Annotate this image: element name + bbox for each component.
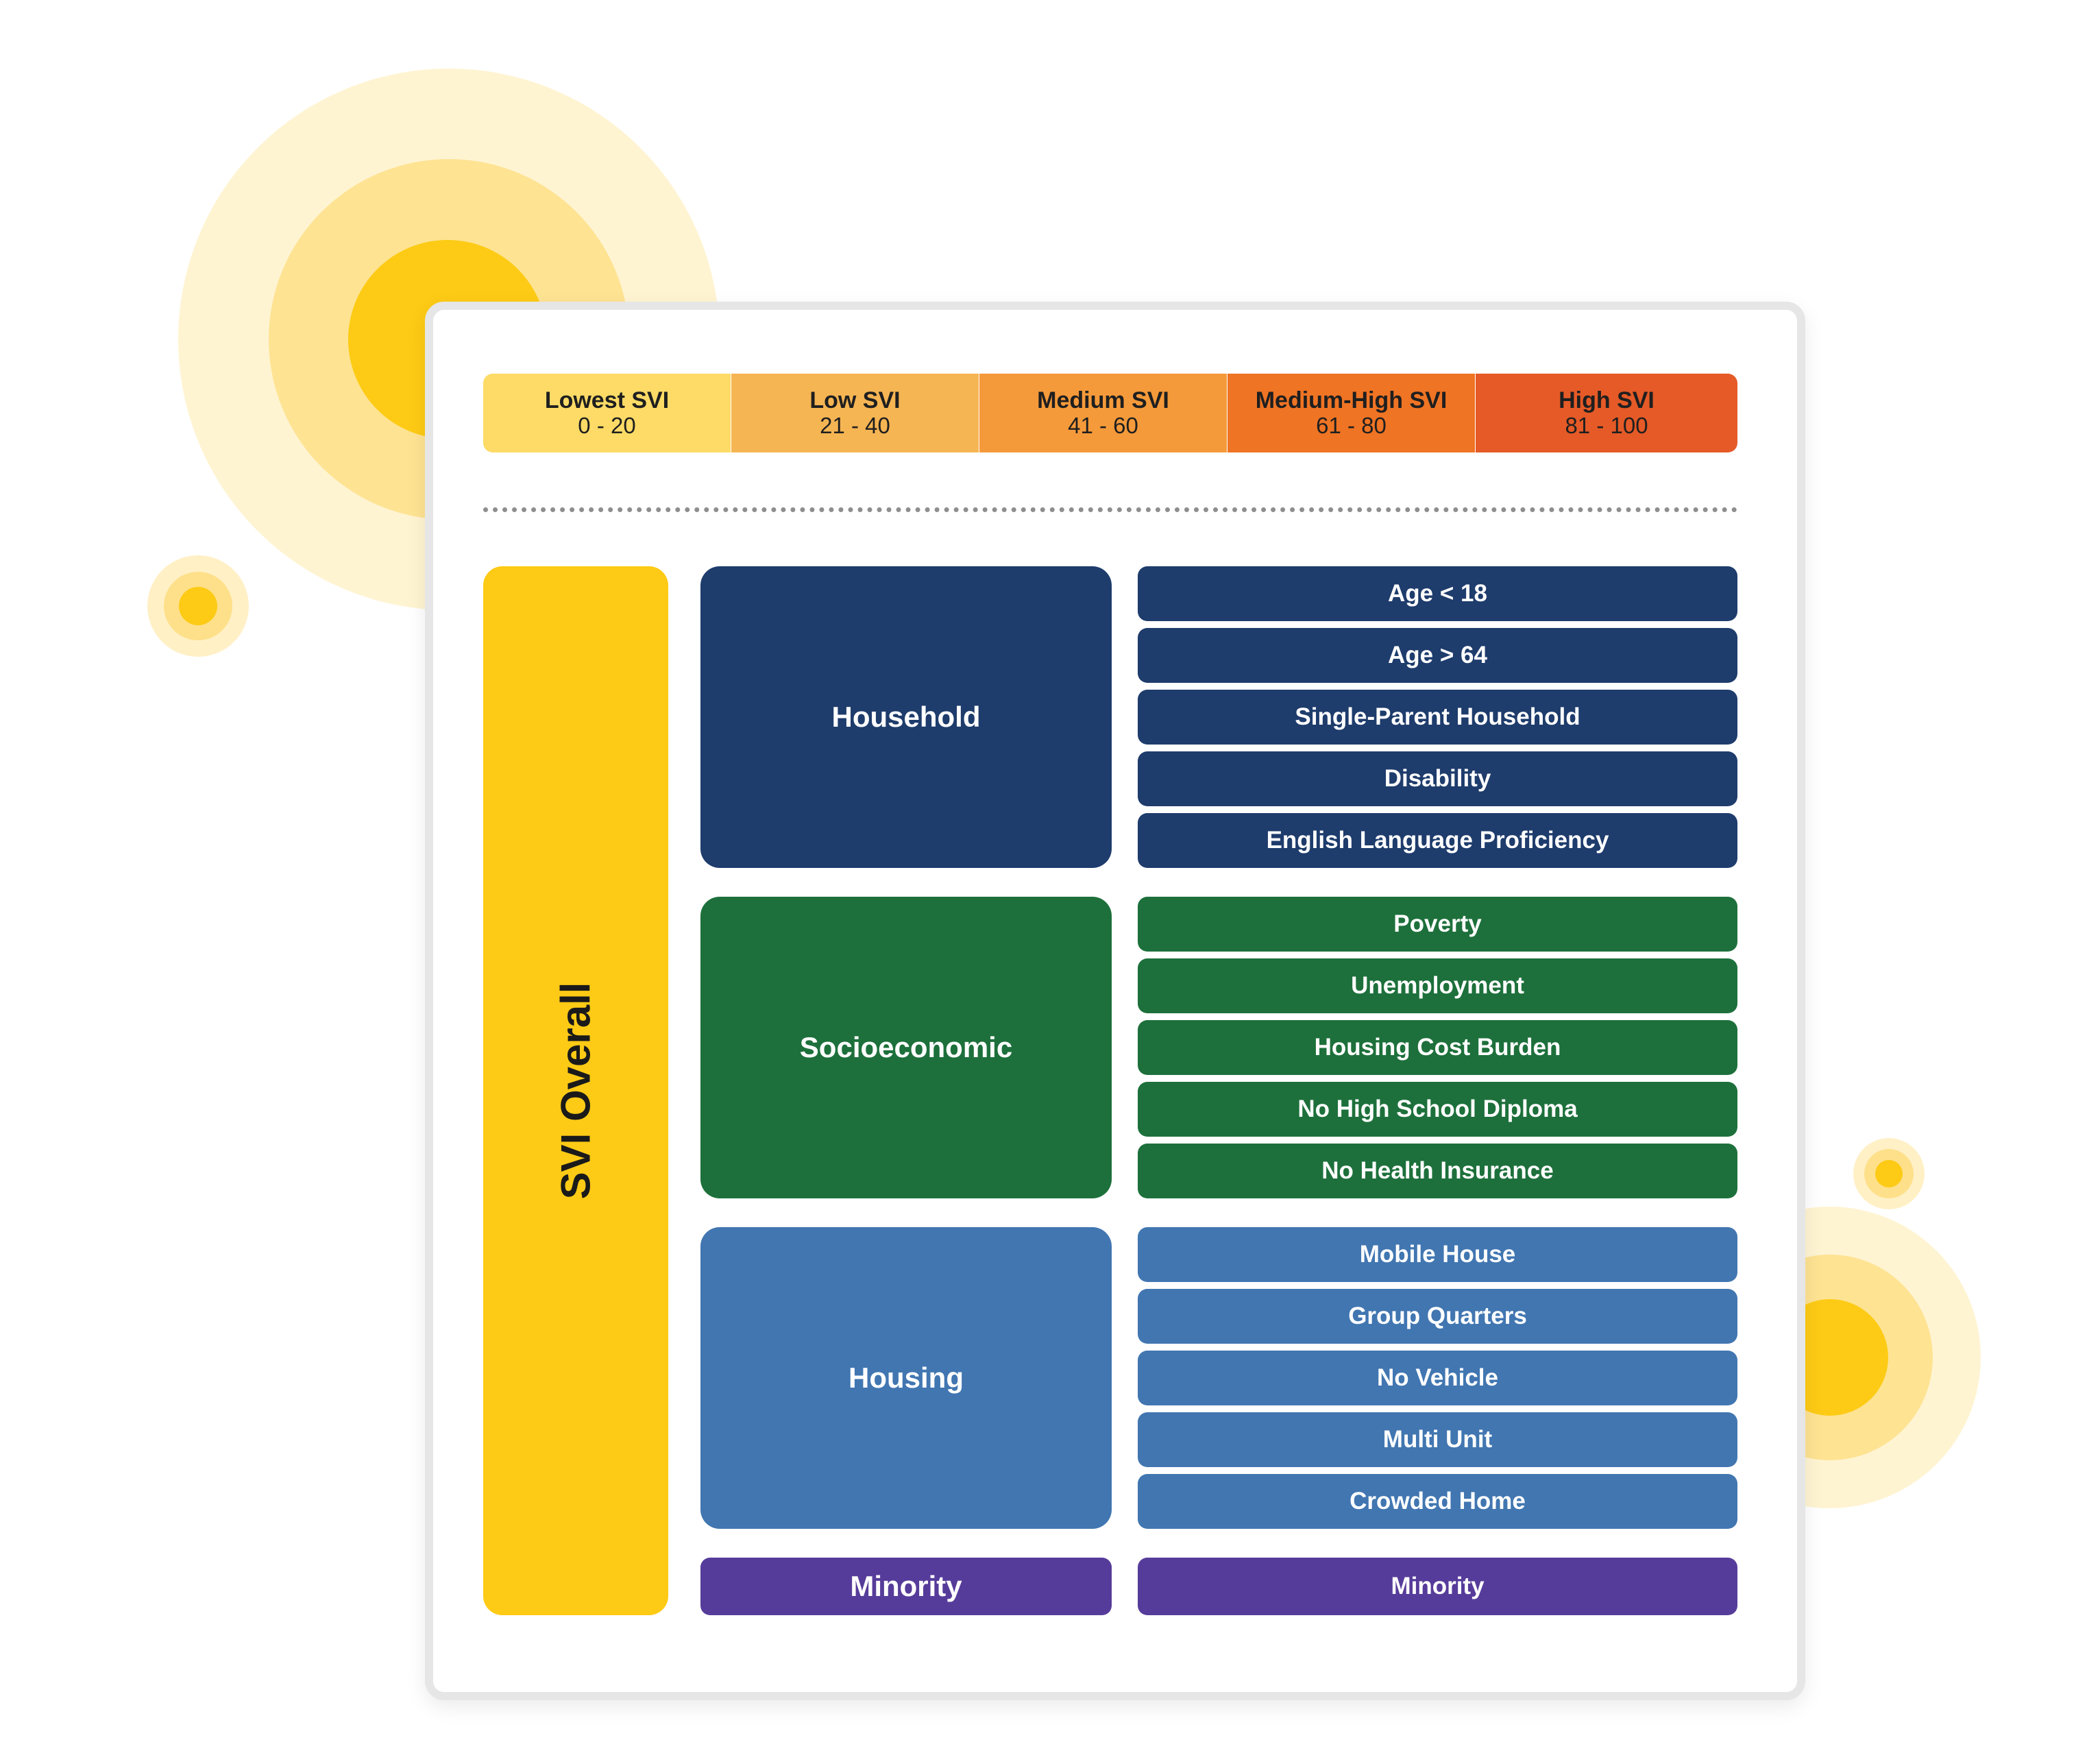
svi-overall-bar: SVI Overall [483,566,668,1615]
legend-lowest-label: Lowest SVI [544,387,670,414]
housing-item: Multi Unit [1138,1412,1737,1467]
legend-medium-label: Medium SVI [1037,387,1169,414]
legend-medium-high: Medium-High SVI 61 - 80 [1228,374,1475,452]
household-item: Disability [1138,751,1737,806]
category-household: Household [700,566,1112,868]
socioeconomic-item: No Health Insurance [1138,1144,1737,1198]
housing-item: No Vehicle [1138,1351,1737,1405]
housing-item: Mobile House [1138,1227,1737,1282]
housing-item: Crowded Home [1138,1474,1737,1529]
socioeconomic-item: Poverty [1138,897,1737,952]
category-minority: Minority [700,1558,1112,1615]
svi-overall-label: SVI Overall [552,982,599,1200]
category-housing: Housing [700,1227,1112,1529]
socioeconomic-item: Housing Cost Burden [1138,1020,1737,1075]
legend-medium-range: 41 - 60 [1068,413,1138,439]
legend-lowest-range: 0 - 20 [578,413,636,439]
legend-low: Low SVI 21 - 40 [731,374,979,452]
legend-medium-high-range: 61 - 80 [1316,413,1387,439]
legend-lowest: Lowest SVI 0 - 20 [483,374,731,452]
household-item: Age < 18 [1138,566,1737,621]
category-socioeconomic: Socioeconomic [700,897,1112,1198]
legend-medium: Medium SVI 41 - 60 [979,374,1227,452]
decorative-glow-small-right-core [1875,1160,1903,1187]
legend-low-label: Low SVI [809,387,901,414]
socioeconomic-item: No High School Diploma [1138,1082,1737,1137]
socioeconomic-item: Unemployment [1138,958,1737,1013]
decorative-glow-small-left-core [179,587,217,625]
household-item: Age > 64 [1138,628,1737,683]
legend-high-range: 81 - 100 [1565,413,1648,439]
legend-high-label: High SVI [1559,387,1655,414]
household-item: Single-Parent Household [1138,690,1737,745]
household-item: English Language Proficiency [1138,813,1737,868]
dotted-divider [483,507,1737,512]
legend-high: High SVI 81 - 100 [1476,374,1737,452]
minority-item: Minority [1138,1558,1737,1615]
legend-low-range: 21 - 40 [820,413,890,439]
legend-medium-high-label: Medium-High SVI [1255,387,1448,414]
housing-item: Group Quarters [1138,1289,1737,1344]
